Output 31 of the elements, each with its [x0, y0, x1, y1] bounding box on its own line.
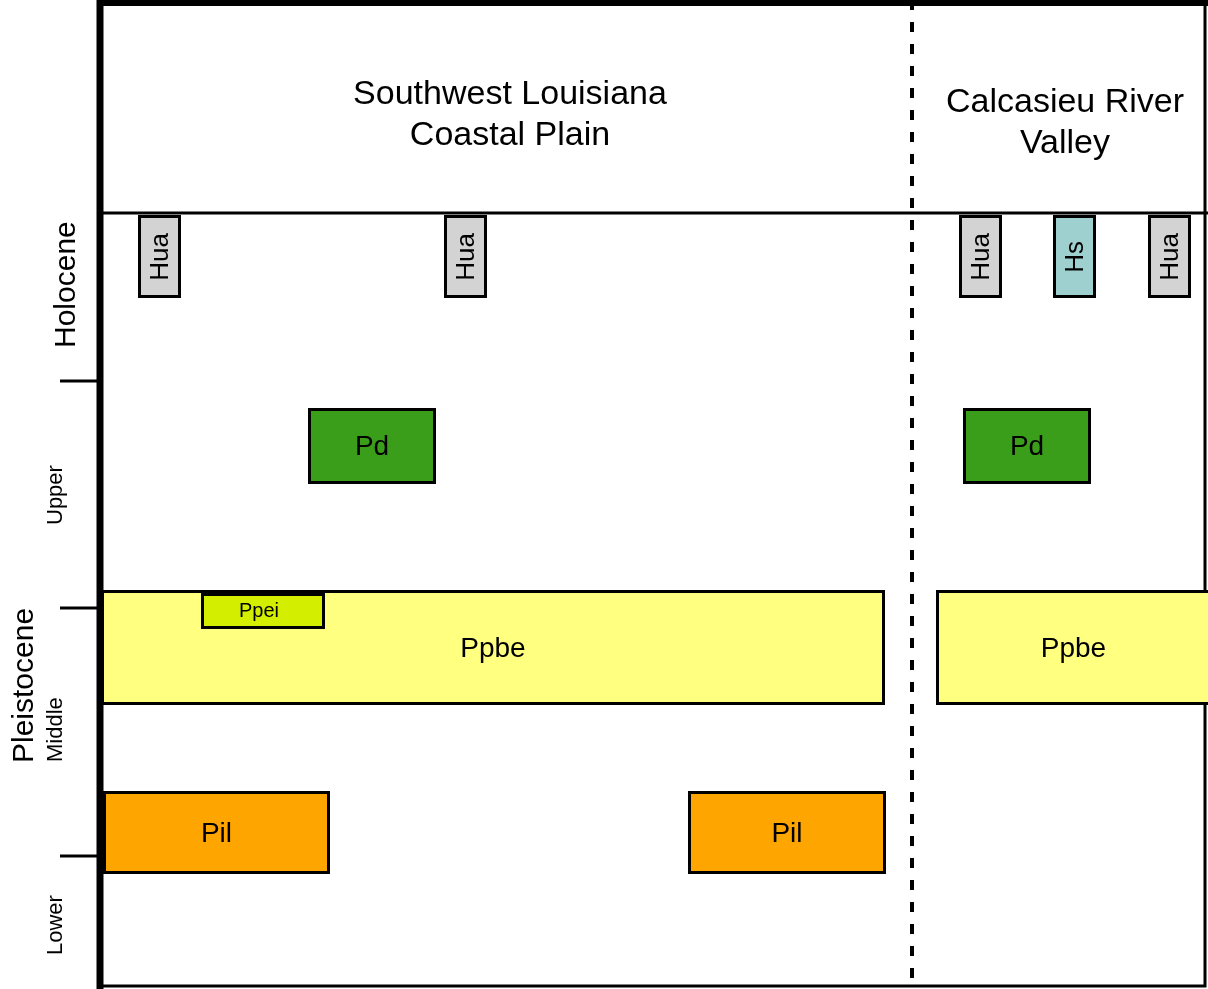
- unit-label: Hs: [1059, 240, 1090, 273]
- epoch-label: Holocene: [48, 220, 82, 351]
- unit-box: [101, 590, 885, 705]
- subepoch-label: Upper: [42, 464, 68, 527]
- unit-box: [444, 215, 487, 298]
- unit-box: [959, 215, 1002, 298]
- unit-label: Hua: [1154, 232, 1185, 281]
- epoch-label: Pleistocene: [6, 606, 40, 765]
- unit-box: [963, 408, 1091, 484]
- unit-box: [138, 215, 181, 298]
- unit-box: [688, 791, 886, 874]
- column-heading: Southwest Louisiana Coastal Plain: [352, 72, 668, 154]
- unit-label: Hua: [144, 232, 175, 281]
- unit-label: Pil: [200, 816, 233, 849]
- column-heading: Calcasieu River Valley: [944, 80, 1186, 162]
- unit-label: Hua: [450, 232, 481, 281]
- unit-label: Ppbe: [1040, 631, 1107, 664]
- unit-box: [308, 408, 436, 484]
- unit-label: Ppei: [239, 599, 280, 622]
- subepoch-label: Middle: [42, 696, 68, 765]
- unit-label: Pd: [354, 430, 390, 462]
- unit-label: Pd: [1009, 430, 1045, 462]
- unit-label: Pil: [771, 816, 803, 849]
- unit-box: [103, 791, 330, 874]
- subepoch-label: Lower: [42, 894, 68, 957]
- unit-box: [1053, 215, 1096, 298]
- unit-label: Hua: [965, 232, 996, 281]
- unit-box: [201, 593, 325, 629]
- unit-box: [1148, 215, 1191, 298]
- unit-box: [936, 590, 1208, 705]
- unit-label: Ppbe: [460, 631, 526, 664]
